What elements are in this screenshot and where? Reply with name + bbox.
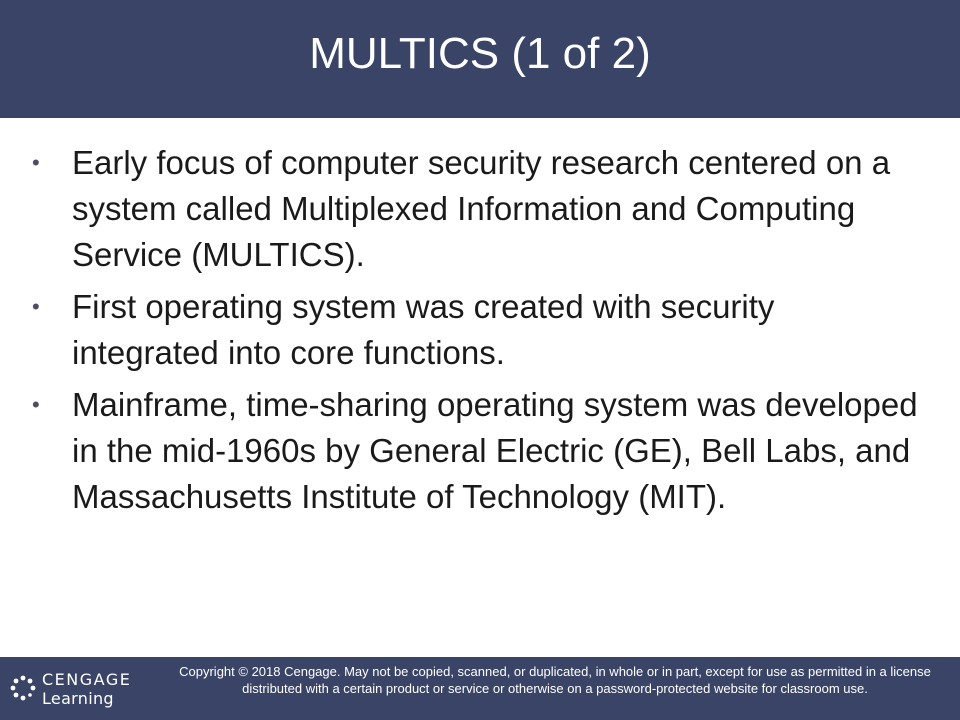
bullet-icon: • [32,294,40,319]
bullet-item: • Mainframe, time-sharing operating syst… [30,382,930,520]
footer: CENGAGE Learning Copyright © 2018 Cengag… [0,657,960,720]
bullet-list: • Early focus of computer security resea… [30,140,930,526]
title-bar: MULTICS (1 of 2) [0,0,960,118]
logo-sub-text: Learning [42,689,114,708]
bullet-text: Early focus of computer security researc… [72,144,891,273]
cengage-logo: CENGAGE Learning [8,666,148,712]
bullet-icon: • [32,392,40,417]
bullet-icon: • [32,150,40,175]
bullet-text: First operating system was created with … [72,288,775,371]
slide-title: MULTICS (1 of 2) [309,29,651,78]
cengage-logo-icon [10,675,36,701]
logo-brand-text: CENGAGE [42,670,132,689]
bullet-text: Mainframe, time-sharing operating system… [72,386,918,515]
copyright-notice: Copyright © 2018 Cengage. May not be cop… [179,664,931,696]
bullet-item: • First operating system was created wit… [30,284,930,376]
bullet-item: • Early focus of computer security resea… [30,140,930,278]
